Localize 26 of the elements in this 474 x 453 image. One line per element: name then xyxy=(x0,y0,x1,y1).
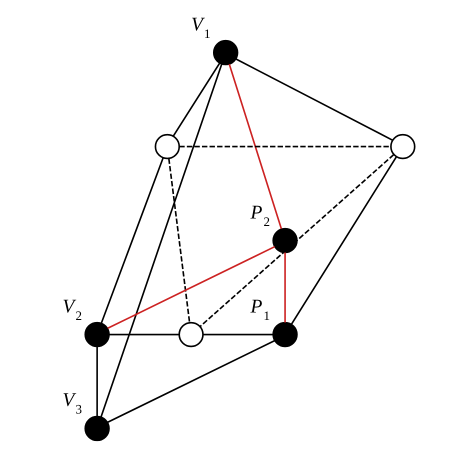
node-circle xyxy=(84,322,110,348)
connector xyxy=(172,62,220,136)
node-circle xyxy=(212,40,238,66)
node-label: P$_{1}$ xyxy=(250,296,270,323)
node-circle xyxy=(272,228,298,254)
node-label: V$_{3}$ xyxy=(62,390,82,417)
connector xyxy=(284,252,286,323)
node-label: V$_{1}$ xyxy=(191,14,211,41)
connector xyxy=(107,340,276,423)
node-circle xyxy=(84,416,110,442)
connector xyxy=(200,154,394,327)
connector xyxy=(236,58,393,141)
connector xyxy=(96,346,98,417)
node-circle xyxy=(390,134,416,160)
node-circle xyxy=(154,134,180,160)
connector xyxy=(290,156,398,325)
connector xyxy=(168,158,190,322)
connector xyxy=(109,334,179,336)
connector xyxy=(203,334,273,336)
node-label: P$_{2}$ xyxy=(250,202,270,229)
connector xyxy=(179,146,391,148)
node-circle xyxy=(272,322,298,348)
connector xyxy=(100,64,223,418)
connector xyxy=(100,157,164,324)
node-label: V$_{2}$ xyxy=(62,296,82,323)
node-circle xyxy=(178,322,204,348)
